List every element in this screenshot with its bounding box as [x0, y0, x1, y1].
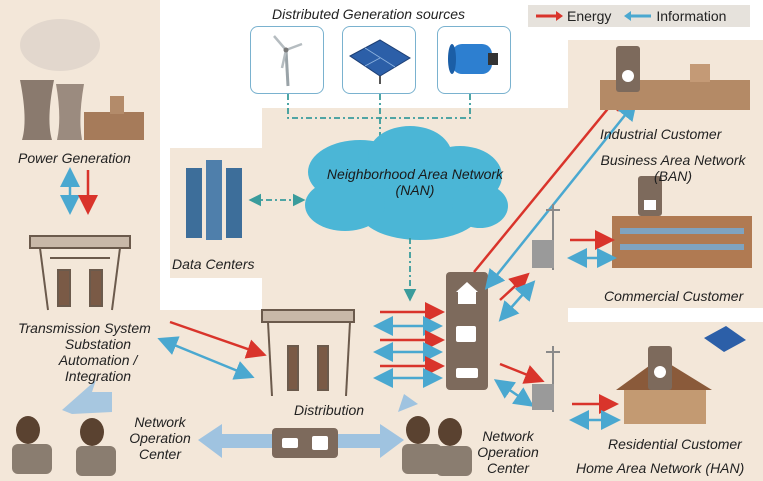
residential-house-icon [616, 326, 746, 424]
label-substation-line3: Integration [64, 368, 132, 384]
solar-panel-icon [349, 39, 411, 84]
label-transmission-system: Transmission System [18, 320, 151, 336]
label-noc-left-line1: Network [134, 414, 186, 430]
noc-to-distribution-arrow [398, 394, 418, 412]
label-noc-right: Network Operation Center [468, 428, 548, 476]
wind-turbine-icon [273, 35, 303, 87]
label-noc-right-line2: Operation [477, 444, 539, 460]
label-noc-left-line2: Operation [129, 430, 191, 446]
label-power-generation: Power Generation [18, 150, 131, 166]
data-center-racks-icon [186, 160, 242, 240]
label-ban-line1: Business Area Network [600, 152, 746, 168]
operator-left-icon [12, 416, 116, 476]
smart-meter-device [446, 272, 488, 390]
power-plant-icon [20, 19, 144, 140]
label-nan-line1: Neighborhood Area Network [326, 166, 504, 182]
battery-icon [448, 44, 498, 74]
commercial-building-icon [612, 176, 752, 268]
label-substation: Substation Automation / Integration [38, 336, 158, 384]
substation-tower-icon [261, 309, 355, 397]
dg-title: Distributed Generation sources [272, 6, 465, 22]
label-residential-customer: Residential Customer [608, 436, 742, 452]
label-nan: Neighborhood Area Network (NAN) [310, 166, 520, 198]
label-data-centers: Data Centers [172, 256, 255, 272]
label-ban: Business Area Network (BAN) [588, 152, 758, 184]
info-arrow-pole-bottom [493, 379, 535, 407]
label-noc-right-line3: Center [486, 460, 530, 476]
label-commercial-customer: Commercial Customer [604, 288, 744, 304]
legend-label-information: Information [656, 8, 727, 24]
dg-links [287, 94, 471, 140]
label-industrial-customer: Industrial Customer [600, 126, 722, 142]
transmission-tower-icon [29, 235, 131, 311]
label-distribution: Distribution [294, 402, 365, 418]
wide-arrow-left [198, 424, 272, 458]
information-arrow-icon [624, 11, 652, 21]
label-substation-line2: Automation / [58, 352, 138, 368]
label-nan-line2: (NAN) [395, 182, 435, 198]
industrial-building-icon [600, 46, 750, 110]
legend-item-information: Information [623, 8, 726, 24]
utility-pole-bottom [532, 346, 560, 412]
info-arrow-transmission [157, 336, 255, 380]
noc-to-substation-arrow [62, 380, 112, 414]
energy-arrow-icon [536, 11, 563, 21]
info-arrow-industrial [484, 100, 638, 290]
label-han: Home Area Network (HAN) [576, 460, 745, 476]
operator-right-icon [402, 416, 472, 476]
label-ban-line2: (BAN) [653, 168, 693, 184]
label-noc-left-line3: Center [138, 446, 182, 462]
distribution-arrows [373, 302, 445, 388]
label-substation-line1: Substation [64, 336, 132, 352]
legend: Energy Information [528, 5, 750, 27]
wide-arrow-right [338, 424, 404, 458]
label-noc-left: Network Operation Center [120, 414, 200, 462]
energy-arrow-pole-bottom [499, 362, 545, 384]
legend-label-energy: Energy [567, 8, 612, 24]
utility-pole-top [532, 204, 560, 270]
info-arrow-pole-top [498, 280, 536, 322]
label-noc-right-line1: Network [482, 428, 534, 444]
noc-device [272, 428, 338, 458]
legend-item-energy: Energy [534, 8, 611, 24]
